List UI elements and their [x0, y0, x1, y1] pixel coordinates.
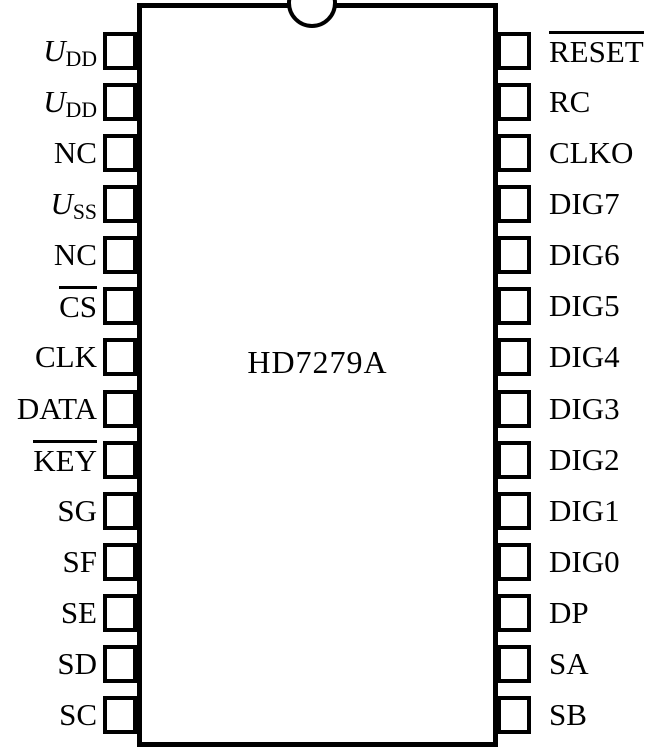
pin-box-dig2	[497, 441, 531, 479]
pin-label-text: DIG0	[549, 544, 620, 579]
pin-box-reset	[497, 32, 531, 70]
pin-label-key: KEY	[0, 440, 97, 480]
pin-box-sb	[497, 696, 531, 734]
pin-label-subscript: DD	[65, 46, 97, 71]
pin-label-udd: UDD	[0, 82, 97, 122]
pin-box-dp	[497, 594, 531, 632]
pin-label-sc: SC	[0, 695, 97, 735]
overline-bar: CS	[59, 286, 97, 323]
overline-bar: RESET	[549, 31, 644, 68]
pin-label-dp: DP	[549, 593, 645, 633]
overline-bar: KEY	[33, 440, 97, 477]
pin-label-text: U	[43, 33, 66, 68]
pin-label-text: DIG7	[549, 186, 620, 221]
pin-box-uss	[103, 185, 137, 223]
pin-label-text: RESET	[549, 34, 644, 69]
pin-label-text: DIG3	[549, 391, 620, 426]
pin-label-text: NC	[53, 237, 97, 272]
pin-label-reset: RESET	[549, 31, 645, 71]
pin-label-text: CLK	[35, 339, 97, 374]
pin-label-text: SG	[57, 493, 97, 528]
pin-label-sa: SA	[549, 644, 645, 684]
pin-box-data	[103, 390, 137, 428]
pin-label-text: U	[50, 186, 73, 221]
pin-box-sg	[103, 492, 137, 530]
pin-label-text: DIG1	[549, 493, 620, 528]
pin-label-text: KEY	[33, 443, 97, 478]
pin-box-sf	[103, 543, 137, 581]
pin-label-sb: SB	[549, 695, 645, 735]
pin-label-text: SC	[59, 697, 97, 732]
pin-label-text: DIG6	[549, 237, 620, 272]
pin-box-sa	[497, 645, 531, 683]
pin-label-dig7: DIG7	[549, 184, 645, 224]
pin-box-dig6	[497, 236, 531, 274]
pin-label-text: U	[43, 84, 66, 119]
chip-name: HD7279A	[247, 344, 388, 380]
pin-box-dig7	[497, 185, 531, 223]
pin-label-dig5: DIG5	[549, 286, 645, 326]
pin-box-clk	[103, 338, 137, 376]
pin-label-text: SE	[60, 595, 97, 630]
pin-label-text: RC	[549, 84, 591, 119]
pin-box-rc	[497, 83, 531, 121]
pin-label-uss: USS	[0, 184, 97, 224]
pin-box-sc	[103, 696, 137, 734]
pin-label-dig4: DIG4	[549, 337, 645, 377]
pin-label-dig6: DIG6	[549, 235, 645, 275]
pin-label-text: DIG5	[549, 288, 620, 323]
pin-box-sd	[103, 645, 137, 683]
pin-label-dig1: DIG1	[549, 491, 645, 531]
pin-label-udd: UDD	[0, 31, 97, 71]
pin-label-text: DIG2	[549, 442, 620, 477]
pin-label-text: SD	[57, 646, 97, 681]
pin-box-nc	[103, 236, 137, 274]
pin-box-nc	[103, 134, 137, 172]
pin-label-data: DATA	[0, 389, 97, 429]
pin-label-se: SE	[0, 593, 97, 633]
pin-label-subscript: SS	[72, 199, 97, 224]
pin-box-dig3	[497, 390, 531, 428]
pin-box-cs	[103, 287, 137, 325]
pin-label-dig0: DIG0	[549, 542, 645, 582]
pin-label-subscript: DD	[65, 97, 97, 122]
pin-label-text: DIG4	[549, 339, 620, 374]
pin-box-dig5	[497, 287, 531, 325]
pin-label-clko: CLKO	[549, 133, 645, 173]
pin-label-text: DP	[549, 595, 589, 630]
pin-label-dig2: DIG2	[549, 440, 645, 480]
pin-box-dig1	[497, 492, 531, 530]
pin-label-nc: NC	[0, 235, 97, 275]
pin-label-sg: SG	[0, 491, 97, 531]
pin-label-text: SB	[549, 697, 587, 732]
pin-box-clko	[497, 134, 531, 172]
pin-label-nc: NC	[0, 133, 97, 173]
pin-label-rc: RC	[549, 82, 645, 122]
pin-box-se	[103, 594, 137, 632]
pin-label-text: CS	[59, 289, 97, 324]
chip-body	[137, 3, 498, 747]
pin-box-dig0	[497, 543, 531, 581]
pin-label-text: SA	[549, 646, 589, 681]
pin-label-text: NC	[53, 135, 97, 170]
pin-label-cs: CS	[0, 286, 97, 326]
pin-label-dig3: DIG3	[549, 389, 645, 429]
pin-label-text: DATA	[16, 391, 97, 426]
pin-label-sf: SF	[0, 542, 97, 582]
pin-label-text: SF	[62, 544, 97, 579]
pin-box-key	[103, 441, 137, 479]
pin-box-udd	[103, 32, 137, 70]
pin-label-text: CLKO	[549, 135, 634, 170]
pin-label-sd: SD	[0, 644, 97, 684]
pin-box-dig4	[497, 338, 531, 376]
pin-label-clk: CLK	[0, 337, 97, 377]
pin-box-udd	[103, 83, 137, 121]
